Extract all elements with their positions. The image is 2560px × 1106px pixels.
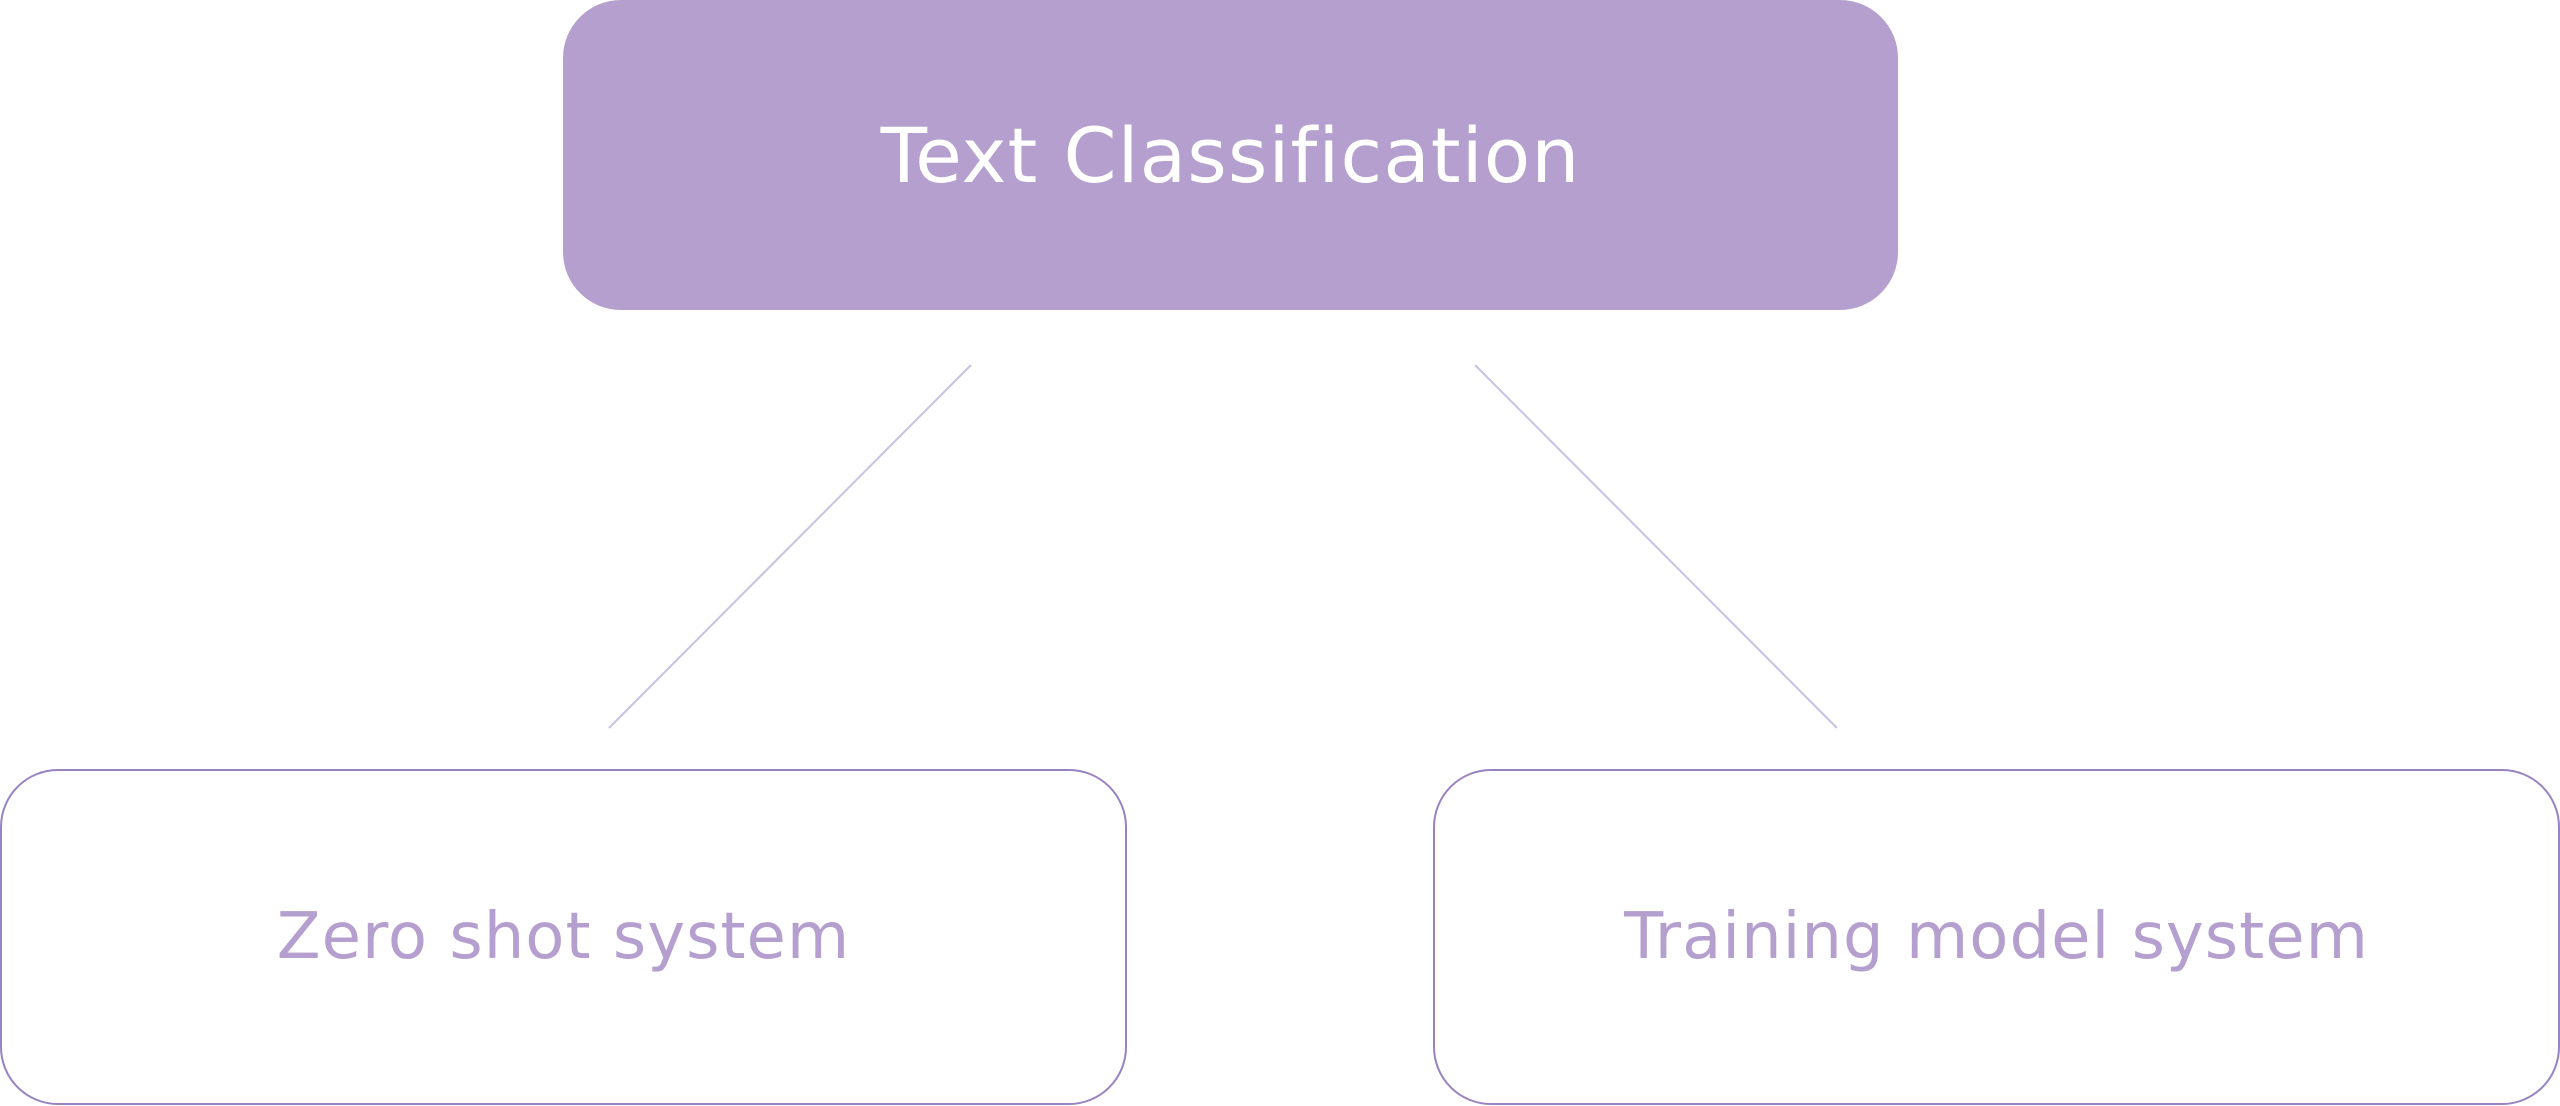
- child-node-label: Training model system: [1624, 900, 2369, 974]
- child-node-label: Zero shot system: [276, 900, 851, 974]
- child-node-zero-shot: Zero shot system: [0, 769, 1127, 1105]
- child-node-training-model: Training model system: [1433, 769, 2560, 1105]
- root-node-label: Text Classification: [880, 110, 1581, 200]
- connector-left: [608, 364, 972, 729]
- connector-right: [1474, 364, 1838, 729]
- root-node: Text Classification: [563, 0, 1898, 310]
